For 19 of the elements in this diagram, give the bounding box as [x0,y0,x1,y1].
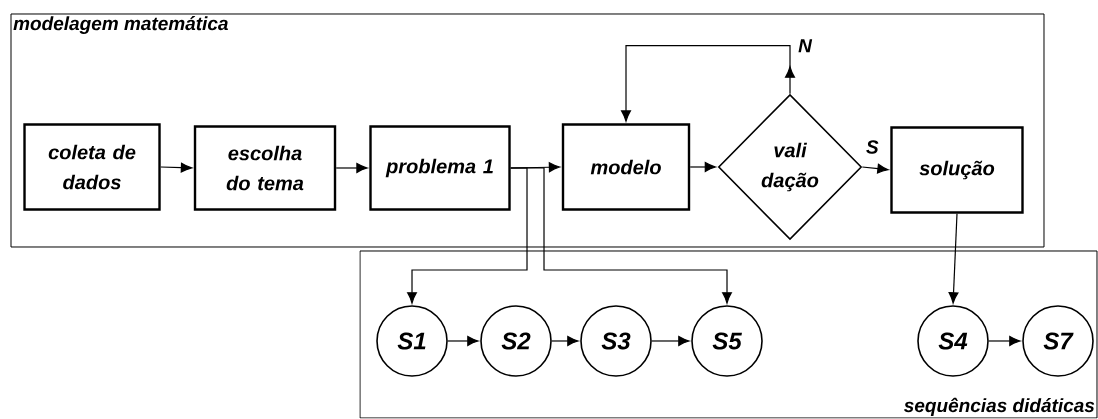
arrow [510,167,732,304]
edge-label: S [866,140,879,154]
process-box: problema 1 [369,125,511,211]
process-box: coleta de dados [23,123,161,211]
arrow [948,213,959,304]
arrow [551,336,579,346]
arrow [651,336,690,346]
arrow [447,336,479,346]
arrow [988,336,1021,346]
arrow [407,167,528,304]
process-box: modelo [561,123,691,211]
arrow [621,45,795,122]
arrow [335,163,368,173]
arrow [861,163,889,174]
edge-label: N [798,39,813,53]
arrow [160,162,193,173]
process-box: solução [890,126,1024,214]
process-box: escolha do tema [193,125,337,211]
arrow [689,162,717,172]
